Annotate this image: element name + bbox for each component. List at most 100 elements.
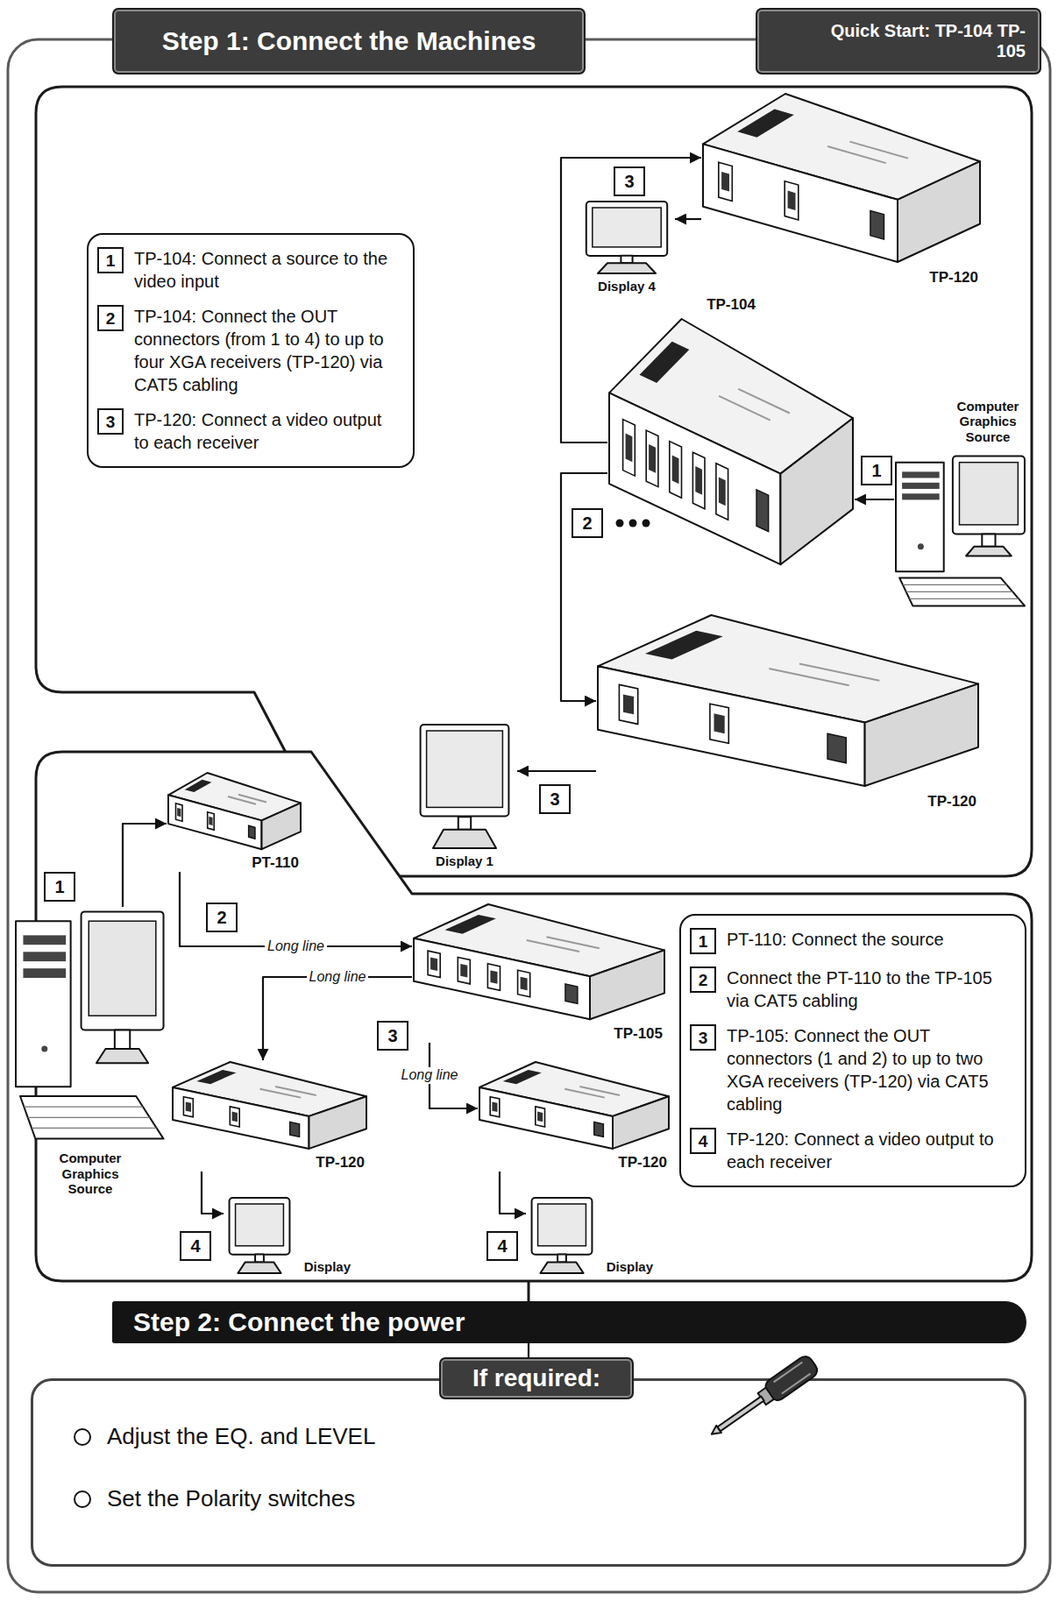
monitor-neck (114, 1029, 130, 1050)
display-name: Display 1 (435, 853, 494, 870)
edge-label: Long line (401, 1067, 459, 1084)
cable-connector (674, 218, 702, 221)
monitor-bezel (586, 201, 668, 256)
callout-number: 4 (190, 1237, 200, 1256)
unit-logo (737, 109, 795, 138)
callout-number: 1 (698, 933, 709, 951)
unit-illustration (166, 771, 303, 852)
unit-print (238, 795, 267, 803)
drive-slot (22, 968, 66, 979)
receiver-unit: TP-120 (170, 1060, 369, 1172)
callout-box: 4 (689, 1128, 717, 1155)
unit-name: TP-120 (923, 793, 980, 811)
monitor-base (237, 1263, 281, 1274)
monitor-base (433, 830, 497, 849)
callout-number: 3 (549, 790, 560, 809)
tab-title: Step 1: Connect the Machines (162, 26, 537, 57)
monitor-neck (255, 1255, 264, 1264)
rj45-port-hole (460, 964, 468, 978)
rj45-port (518, 970, 531, 998)
rj45-port-hole (625, 433, 633, 463)
monitor-base (597, 262, 656, 274)
unit-side (309, 1096, 368, 1150)
callout-box: 2 (689, 966, 717, 994)
unit-logo (503, 1070, 542, 1085)
unit-illustration (701, 92, 982, 266)
keyboard-keys (906, 591, 1014, 593)
rj45-port-hole (537, 1112, 543, 1123)
instruction-text: PT-110: Connect the source (726, 928, 1013, 952)
outer-frame (7, 39, 1051, 1593)
unit-logo (196, 1070, 236, 1085)
instruction-row: 1 PT-110: Connect the source (689, 928, 1013, 955)
unit-logo (639, 341, 690, 384)
monitor-neck (458, 816, 471, 831)
callout-number: 4 (497, 1237, 507, 1256)
handle-grip (773, 1362, 803, 1383)
rj45-port (623, 419, 636, 476)
drive-slot (901, 471, 940, 478)
option-row: Adjust the EQ. and LEVEL (73, 1423, 1007, 1451)
unit-illustration (596, 613, 980, 790)
unit-name: TP-120 (925, 269, 982, 287)
unit-print (799, 663, 880, 681)
instruction-text: TP-104: Connect a source to the video in… (134, 247, 401, 293)
display-monitor: Display 1 (411, 723, 518, 870)
monitor-screen (235, 1204, 285, 1247)
rj45-port-hole (232, 1112, 238, 1123)
callout-box: 1 (43, 872, 76, 902)
unit-front (168, 795, 263, 850)
display-name: Display (606, 1259, 654, 1276)
receiver-unit: TP-120 (596, 613, 980, 811)
power-socket (565, 984, 578, 1005)
transmitter-unit: TP-104 (607, 296, 855, 570)
callout-box: 4 (486, 1231, 519, 1262)
monitor-bezel (952, 456, 1025, 535)
instruction-row: 2TP-104: Connect the OUT connectors (fro… (97, 305, 401, 397)
edge-label: Long line (309, 969, 367, 986)
tab-title: If required: (472, 1364, 601, 1393)
bullet-circle (73, 1428, 92, 1447)
instruction-text: TP-105: Connect the OUT connectors (1 an… (726, 1024, 1013, 1116)
quick-start-tab: Quick Start: TP-104 TP-105 (755, 7, 1042, 75)
callout-box: 1 (860, 455, 893, 486)
source-name: Computer Graphics Source (948, 398, 1028, 445)
monitor-base (539, 1263, 583, 1274)
monitor-base (965, 546, 1012, 557)
callout-box: 2 (571, 508, 604, 539)
display-monitor: Display 4 (578, 199, 675, 295)
display-name: Display (304, 1259, 351, 1276)
step-bar: Step 2: Connect the power (112, 1301, 1027, 1344)
callout-box: 1 (97, 247, 124, 274)
bar-title: Step 2: Connect the power (133, 1307, 465, 1339)
unit-side (589, 950, 665, 1020)
instruction-row: 2Connect the PT-110 to the TP-105 via CA… (689, 966, 1013, 1013)
callout-box: 3 (613, 166, 646, 197)
distribution-unit: TP-105 (411, 902, 667, 1044)
tower-case (895, 462, 945, 573)
cable-connector (262, 977, 412, 1061)
computer-illustration (894, 453, 1028, 610)
rj45-port-hole (672, 455, 680, 485)
power-button (41, 1046, 48, 1053)
keyboard-keys (908, 598, 1019, 600)
monitor-illustration (578, 199, 675, 276)
callout-box: 3 (97, 408, 124, 435)
rj45-port-hole (208, 816, 213, 826)
power-socket (594, 1121, 604, 1137)
instruction-row: 1 TP-104: Connect a source to the video i… (97, 247, 401, 293)
callout-box: 3 (689, 1024, 717, 1051)
rj45-port (176, 803, 184, 822)
screwdriver-tip (709, 1426, 722, 1439)
callout-number: 2 (106, 310, 116, 327)
rj45-port (618, 684, 638, 725)
monitor-screen (426, 731, 504, 808)
rj45-port-hole (520, 977, 528, 991)
keyboard-keys (28, 1117, 150, 1119)
option-text: Set the Polarity switches (106, 1485, 356, 1513)
rj45-port (427, 951, 441, 978)
monitor-neck (981, 534, 995, 547)
rj45-port-hole (489, 970, 498, 984)
instruction-text: TP-120: Connect a video output to each r… (726, 1128, 1013, 1174)
unit-front (609, 392, 781, 565)
